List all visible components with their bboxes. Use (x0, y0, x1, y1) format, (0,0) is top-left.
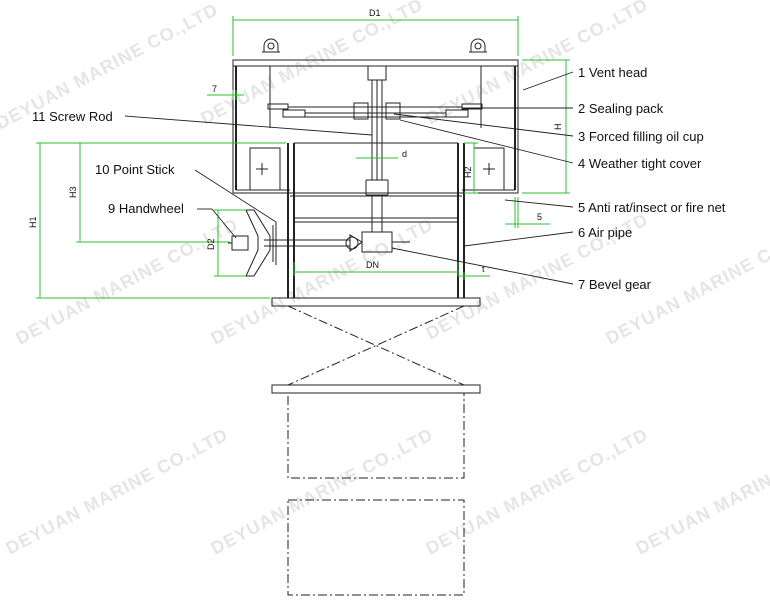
part-labels: 1 Vent head 2 Sealing pack 3 Forced fill… (32, 65, 726, 292)
handwheel (228, 209, 350, 277)
sealing-pack (267, 102, 483, 120)
dim-d2: D2 (206, 238, 216, 250)
watermark: DEYUAN MARINE CO.,LTD (422, 424, 651, 558)
dim-h2: H2 (463, 166, 473, 178)
part-label-weather-cover: 4 Weather tight cover (578, 156, 702, 171)
part-label-air-pipe: 6 Air pipe (578, 225, 632, 240)
dimension-labels: D1 H H1 H3 D2 H2 DN t d 7 5 (28, 8, 563, 274)
watermark: DEYUAN MARINE CO.,LTD (207, 424, 436, 558)
part-label-bevel-gear: 7 Bevel gear (578, 277, 652, 292)
watermark: DEYUAN MARINE CO.,LTD (197, 0, 426, 129)
dim-5: 5 (537, 212, 542, 222)
bevel-gear (345, 231, 410, 253)
part-label-net: 5 Anti rat/insect or fire net (578, 200, 726, 215)
part-label-handwheel: 9 Handwheel (108, 201, 184, 216)
dim-d: d (402, 149, 407, 159)
part-label-point-stick: 10 Point Stick (95, 162, 175, 177)
dim-7: 7 (212, 84, 217, 94)
leader-lines (124, 71, 574, 285)
watermark: DEYUAN MARINE CO.,LTD (207, 214, 436, 348)
part-label-sealing-pack: 2 Sealing pack (578, 101, 664, 116)
watermark: DEYUAN MARINE CO.,LTD (632, 424, 770, 558)
watermark-layer: DEYUAN MARINE CO.,LTD DEYUAN MARINE CO.,… (0, 0, 770, 559)
dim-h3: H3 (68, 186, 78, 198)
flange (271, 297, 481, 307)
dimension-lines (36, 16, 570, 299)
dim-dn: DN (366, 260, 379, 270)
dim-t: t (482, 264, 485, 274)
part-label-vent-head: 1 Vent head (578, 65, 647, 80)
anti-rat-net (236, 189, 515, 197)
part-label-oil-cup: 3 Forced filling oil cup (578, 129, 704, 144)
dim-d1: D1 (369, 8, 381, 18)
part-label-screw-rod: 11 Screw Rod (32, 109, 113, 124)
lifting-lug-right (469, 38, 487, 53)
screw-rod (365, 65, 389, 232)
lifting-lug-left (262, 38, 280, 53)
deck-lines (271, 305, 481, 596)
dim-h: H (553, 124, 563, 131)
dim-h1: H1 (28, 216, 38, 228)
watermark: DEYUAN MARINE CO.,LTD (2, 424, 231, 558)
watermark: DEYUAN MARINE CO.,LTD (12, 214, 241, 348)
